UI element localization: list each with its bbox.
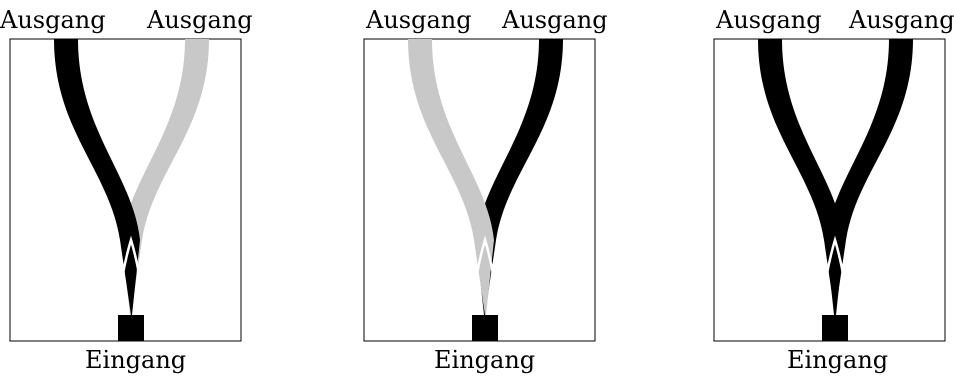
right-branch-shape — [476, 39, 563, 315]
left-branch-shape — [758, 39, 844, 315]
input-label: Eingang — [434, 346, 536, 374]
output-right-label: Ausgang — [849, 6, 954, 34]
split-gap — [116, 235, 146, 316]
right-branch — [826, 39, 913, 315]
output-left-label: Ausgang — [0, 6, 106, 34]
output-right-label: Ausgang — [502, 6, 608, 34]
y-splitter-diagram — [9, 38, 242, 342]
split-gap — [470, 235, 500, 316]
left-branch — [408, 39, 494, 315]
input-label: Eingang — [85, 346, 187, 374]
right-branch-shape — [122, 39, 209, 315]
left-branch-shape — [54, 39, 140, 315]
y-splitter-panel-2: Ausgang Ausgang Eingang — [354, 0, 608, 378]
right-branch — [122, 39, 209, 315]
y-splitter-panel-3: Ausgang Ausgang Eingang — [704, 0, 954, 378]
input-label: Eingang — [787, 346, 889, 374]
right-branch — [476, 39, 563, 315]
y-splitter-panel-1: Ausgang Ausgang Eingang — [0, 0, 253, 378]
left-branch — [758, 39, 844, 315]
input-stem — [118, 315, 144, 341]
input-stem — [472, 315, 498, 341]
split-gap — [820, 235, 850, 316]
input-stem — [822, 315, 848, 341]
y-splitter-diagram — [713, 38, 946, 342]
y-splitter-diagram — [363, 38, 596, 342]
output-left-label: Ausgang — [716, 6, 822, 34]
output-left-label: Ausgang — [366, 6, 472, 34]
output-right-label: Ausgang — [147, 6, 253, 34]
right-branch-shape — [826, 39, 913, 315]
left-branch-shape — [408, 39, 494, 315]
left-branch — [54, 39, 140, 315]
